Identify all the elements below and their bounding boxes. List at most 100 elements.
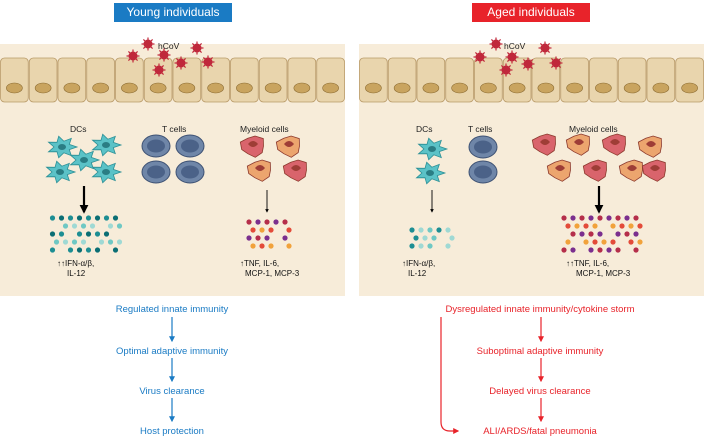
aged-virus-particle [551, 58, 561, 68]
aged-epithelial-cell [646, 57, 676, 103]
young-virus-particle [128, 51, 138, 61]
aged-tnf-cytokine-dot [561, 247, 567, 253]
young-t-cell-nucleus [147, 139, 165, 153]
aged-tnf-cytokine-dot [588, 247, 594, 253]
young-ifn-cytokine-dot [98, 239, 105, 245]
young-ifn-cytokine-dot [116, 239, 123, 245]
aged-tnf-cytokine-dot [570, 231, 576, 237]
young-epithelial-nucleus [322, 82, 339, 94]
young-epithelial-nucleus [236, 82, 253, 94]
young-dc-nucleus [58, 144, 66, 150]
young-tnf-cytokine-dot [255, 235, 261, 241]
aged-ifn-cytokine-dot [445, 243, 451, 249]
aged-tnf-cytokine-dot [628, 239, 634, 245]
aged-tnf-cytokine-dot [570, 247, 576, 253]
aged-tnf-cytokine-dot [615, 247, 621, 253]
young-dc-nucleus [102, 169, 110, 175]
aged-myeloid-nucleus [574, 139, 584, 145]
young-dc-nucleus [80, 157, 88, 163]
aged-epithelial-cell [474, 57, 503, 103]
young-ifn-cytokine-dot [67, 247, 74, 253]
young-ifn-cytokine-dot [62, 223, 69, 229]
aged-flow-step-1: Dysregulated innate immunity/cytokine st… [445, 304, 635, 315]
aged-myeloid-nucleus [650, 165, 660, 171]
aged-epithelial-cell [560, 57, 589, 103]
young-ifn-cytokine-dot [80, 239, 87, 245]
aged-epithelial-nucleus [422, 82, 440, 94]
aged-ifn-arrows: ↑ [402, 259, 406, 268]
aged-epithelial-cell [589, 57, 618, 103]
young-epithelial-cell [115, 57, 144, 103]
aged-dcs-label: DCs [416, 124, 433, 134]
aged-virus-particle [475, 52, 485, 62]
aged-dc-nucleus [428, 146, 436, 152]
aged-epithelial-cell [617, 57, 647, 103]
young-myeloid-label: Myeloid cells [240, 124, 289, 134]
aged-epithelial-nucleus [365, 82, 382, 94]
aged-epithelial-cell [445, 57, 474, 103]
aged-t-cell-nucleus [474, 140, 492, 154]
young-tnf-cytokine-dot [268, 227, 274, 233]
aged-ifn-cytokine-dot [422, 235, 428, 241]
young-tnf-cytokine-dot [286, 227, 292, 233]
aged-tnf-cytokine-dot [637, 223, 643, 229]
young-epithelial-cell [28, 57, 58, 103]
aged-epithelial-nucleus [480, 82, 497, 94]
aged-tnf-cytokine-dot [624, 231, 630, 237]
aged-virus-particle [540, 43, 550, 53]
young-myeloid-nucleus [255, 165, 265, 171]
young-virus-particle [159, 50, 169, 60]
young-flow-step-4: Host protection [140, 426, 204, 437]
young-ifn-cytokine-dot [76, 247, 83, 253]
young-ifn-cytokine-dot [53, 239, 60, 245]
aged-flow-step-2: Suboptimal adaptive immunity [476, 346, 604, 357]
aged-ifn-cytokine-dot [427, 227, 433, 233]
young-epithelial-nucleus [178, 82, 196, 94]
young-ifn-cytokine-dot [80, 223, 87, 229]
young-tnf-cytokine-dot [264, 235, 270, 241]
young-epithelial-nucleus [92, 82, 109, 94]
aged-tnf-cytokine-dot [637, 239, 643, 245]
young-header: Young individuals [114, 3, 232, 22]
aged-tnf-cytokine-dot [610, 239, 616, 245]
aged-epithelial-nucleus [566, 82, 583, 94]
young-ifn-cytokine-dot [112, 215, 119, 221]
young-ifn-cytokine-dot [85, 215, 92, 221]
aged-tnf-cytokine-dot [597, 247, 603, 253]
young-epithelial-cell [0, 57, 29, 103]
young-ifn-cytokine-dot [94, 247, 101, 253]
young-tnf-cytokine-dot [264, 219, 270, 225]
young-epithelial-nucleus [6, 82, 23, 94]
young-tnf-cytokine-dot [246, 235, 252, 241]
young-ifn-line1: IFN-α/β, [65, 259, 95, 268]
young-epithelial-nucleus [264, 82, 282, 94]
young-tnf-cytokine-dot [259, 243, 265, 249]
young-virus-particle [176, 58, 186, 68]
aged-flow-step-3: Delayed virus clearance [489, 386, 591, 397]
aged-tnf-cytokine-dot [606, 215, 612, 221]
aged-tnf-cytokine-dot [583, 223, 589, 229]
young-epithelial-cell [201, 57, 230, 103]
aged-ifn-line1: IFN-α/β, [406, 259, 436, 268]
aged-tnf-cytokine-dot [597, 231, 603, 237]
aged-tnf-cytokine-dot [610, 223, 616, 229]
young-dc-nucleus [102, 142, 110, 148]
aged-t-cell-nucleus [474, 165, 492, 179]
aged-tcells-label: T cells [468, 124, 493, 134]
young-ifn-cytokine-dot [103, 231, 110, 237]
young-virus-particle [192, 43, 202, 53]
young-flow-step-1: Regulated innate immunity [115, 304, 229, 315]
aged-tnf-cytokine-dot [615, 215, 621, 221]
aged-virus-particle [501, 65, 511, 75]
young-virus-label: hCoV [158, 41, 180, 51]
young-virus-particle [143, 39, 153, 49]
aged-tnf-line1: TNF, IL-6, [574, 259, 610, 268]
young-ifn-cytokine-dot [107, 223, 114, 229]
aged-tnf-output: ↑↑TNF, IL-6, MCP-1, MCP-3 [566, 259, 630, 279]
young-ifn-arrows: ↑↑ [57, 259, 65, 268]
young-ifn-cytokine-dot [89, 223, 96, 229]
young-tnf-cytokine-dot [268, 243, 274, 249]
aged-virus-label: hCoV [504, 41, 526, 51]
young-tnf-arrows: ↑ [240, 259, 244, 268]
aged-myeloid-nucleus [555, 165, 565, 171]
